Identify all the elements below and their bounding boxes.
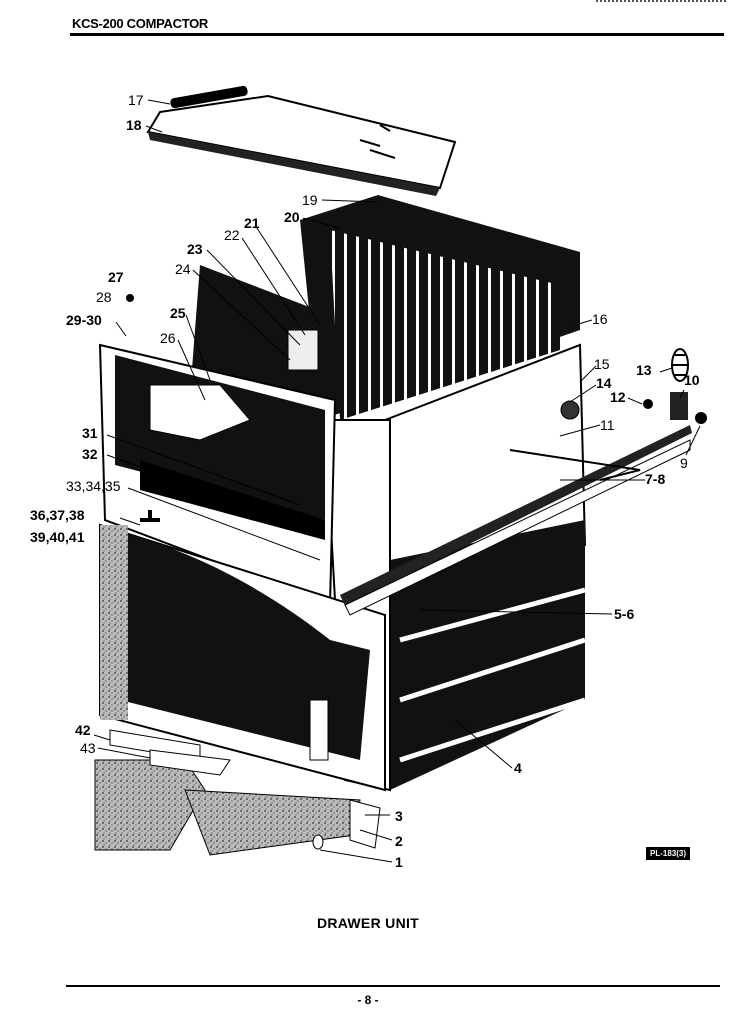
plate-code: PL-183(3) <box>646 847 691 860</box>
callout-10: 10 <box>684 372 700 388</box>
page-header-title: KCS-200 COMPACTOR <box>72 16 208 31</box>
lid-assembly <box>146 85 457 196</box>
callout-24: 24 <box>175 261 191 277</box>
callout-13: 13 <box>636 362 652 378</box>
callout-22: 22 <box>224 227 240 243</box>
callout-15: 15 <box>594 356 610 372</box>
knob-14 <box>560 400 580 420</box>
callout-21: 21 <box>244 215 260 231</box>
callout-27: 27 <box>108 269 124 285</box>
lid-handle <box>170 85 248 109</box>
screw-12 <box>643 399 653 409</box>
callout-33-34-35: 33,34,35 <box>66 478 121 494</box>
callout-9: 9 <box>680 455 688 471</box>
callout-12: 12 <box>610 389 626 405</box>
callout-17: 17 <box>128 92 144 108</box>
drawer-front <box>99 523 386 792</box>
callout-42: 42 <box>75 722 91 738</box>
screw-1 <box>312 834 324 850</box>
callout-25: 25 <box>170 305 186 321</box>
header-rule <box>70 33 724 36</box>
header-corner-mark <box>596 0 726 6</box>
callout-36-37-38: 36,37,38 <box>30 507 85 523</box>
callout-20: 20 <box>284 209 300 225</box>
callout-18: 18 <box>126 117 142 133</box>
footer-rule <box>66 985 720 987</box>
drawer-rails <box>140 425 692 616</box>
callout-23: 23 <box>187 241 203 257</box>
callout-43: 43 <box>80 740 96 756</box>
callout-32: 32 <box>82 446 98 462</box>
callout-4: 4 <box>514 760 522 776</box>
callout-28: 28 <box>96 289 112 305</box>
diagram-caption: DRAWER UNIT <box>316 915 420 931</box>
callout-39-40-41: 39,40,41 <box>30 529 85 545</box>
callout-5-6: 5-6 <box>614 606 635 622</box>
screw-27 <box>126 294 134 302</box>
callout-29-30: 29-30 <box>66 312 102 328</box>
callout-31: 31 <box>82 425 98 441</box>
small-hardware-parts <box>126 294 707 424</box>
page-number: - 8 - <box>357 993 379 1007</box>
base-kick-plate <box>94 729 381 856</box>
callout-2: 2 <box>395 833 403 849</box>
leader-lines <box>93 99 701 863</box>
callout-16: 16 <box>592 311 608 327</box>
callout-7-8: 7-8 <box>645 471 666 487</box>
bracket-10 <box>670 392 688 420</box>
nut-9 <box>695 412 707 424</box>
callout-3: 3 <box>395 808 403 824</box>
callout-1: 1 <box>395 854 403 870</box>
callout-14: 14 <box>596 375 612 391</box>
callout-26: 26 <box>160 330 176 346</box>
callout-19: 19 <box>302 192 318 208</box>
callout-11: 11 <box>600 417 615 433</box>
